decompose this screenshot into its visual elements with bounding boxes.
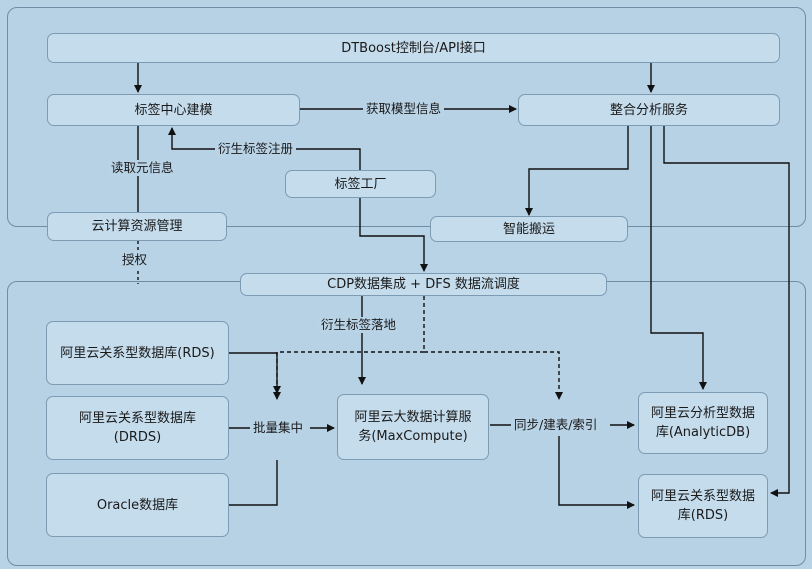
rds-target-node[interactable]: 阿里云关系型数据 库(RDS) bbox=[638, 474, 768, 538]
edge-rds-to-batch bbox=[229, 352, 281, 400]
label-sync-index: 同步/建表/索引 bbox=[511, 417, 601, 433]
smart-transfer-node[interactable]: 智能搬运 bbox=[430, 216, 628, 242]
tag-modeling-node[interactable]: 标签中心建模 bbox=[47, 94, 300, 126]
console-node[interactable]: DTBoost控制台/API接口 bbox=[47, 33, 780, 63]
maxcompute-node[interactable]: 阿里云大数据计算服 务(MaxCompute) bbox=[337, 394, 489, 460]
edge-service-to-transfer bbox=[525, 126, 629, 216]
maxcompute-line2: 务(MaxCompute) bbox=[358, 429, 468, 444]
rds-target-line2: 库(RDS) bbox=[677, 508, 729, 523]
label-derived-register: 衍生标签注册 bbox=[215, 141, 297, 157]
maxcompute-line1: 阿里云大数据计算服 bbox=[354, 410, 472, 425]
label-derived-land: 衍生标签落地 bbox=[318, 317, 400, 333]
analyticdb-line2: 库(AnalyticDB) bbox=[655, 425, 751, 440]
label-batch-collect: 批量集中 bbox=[250, 420, 307, 436]
label-get-model-info: 获取模型信息 bbox=[363, 101, 445, 117]
rds-target-line1: 阿里云关系型数据 bbox=[650, 489, 755, 504]
drds-source-node[interactable]: 阿里云关系型数据库 (DRDS) bbox=[46, 396, 229, 460]
rds-source-node[interactable]: 阿里云关系型数据库(RDS) bbox=[46, 321, 229, 385]
edge-cdp-dashed-right bbox=[424, 351, 563, 400]
cdp-node[interactable]: CDP数据集成 + DFS 数据流调度 bbox=[240, 273, 607, 296]
cloud-resource-node[interactable]: 云计算资源管理 bbox=[47, 212, 227, 241]
edge-service-to-analyticdb bbox=[650, 126, 707, 390]
drds-line2: (DRDS) bbox=[113, 430, 162, 445]
edge-service-to-rds-dst bbox=[663, 126, 790, 497]
drds-line1: 阿里云关系型数据库 bbox=[78, 411, 196, 426]
analyticdb-node[interactable]: 阿里云分析型数据 库(AnalyticDB) bbox=[638, 392, 768, 454]
oracle-source-node[interactable]: Oracle数据库 bbox=[46, 473, 229, 537]
edge-cdp-dashed bbox=[273, 296, 425, 394]
edge-sync-to-rds-dst bbox=[558, 436, 635, 509]
label-read-meta: 读取元信息 bbox=[108, 160, 177, 176]
tag-factory-node[interactable]: 标签工厂 bbox=[285, 170, 436, 198]
integrated-service-node[interactable]: 整合分析服务 bbox=[518, 94, 780, 126]
edge-oracle-to-batch bbox=[229, 460, 278, 506]
analyticdb-line1: 阿里云分析型数据 bbox=[650, 406, 755, 421]
label-authorize: 授权 bbox=[119, 252, 151, 268]
edge-factory-to-cdp bbox=[359, 198, 428, 272]
